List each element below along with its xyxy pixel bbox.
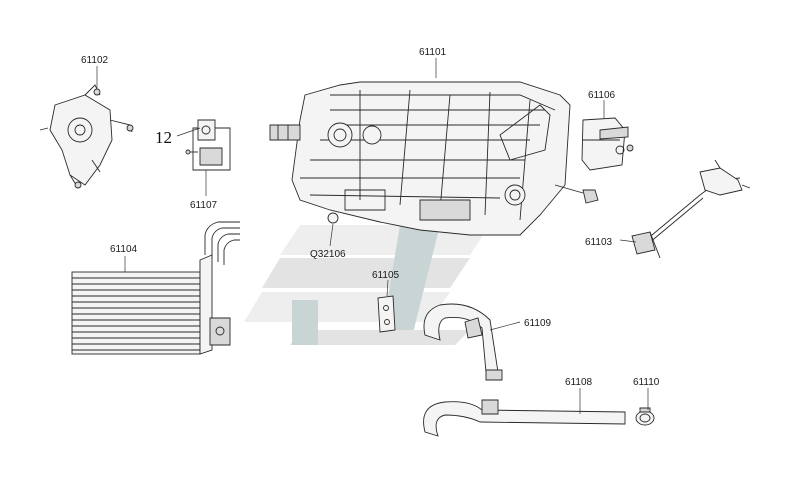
- label-61107: 61107: [190, 200, 218, 211]
- actuator-61107[interactable]: [185, 119, 231, 171]
- heater-core-fins: [72, 277, 200, 351]
- label-61103: 61103: [585, 237, 613, 248]
- label-q32106: Q32106: [310, 249, 346, 260]
- label-61101: 61101: [419, 47, 447, 58]
- label-61108: 61108: [565, 377, 593, 388]
- clamp-61110[interactable]: [635, 407, 655, 426]
- actuator-61102[interactable]: [39, 84, 134, 189]
- heater-housing-61101[interactable]: [269, 81, 599, 236]
- label-61105: 61105: [372, 270, 400, 281]
- label-ref-12: 12: [155, 128, 172, 147]
- label-61106: 61106: [588, 90, 616, 101]
- watermark-logo: [244, 225, 490, 345]
- callout-labels: 61102 61101 61106 12 61107 61104 Q32106 …: [81, 47, 660, 388]
- heater-core-61104[interactable]: [71, 221, 240, 355]
- plate-61105[interactable]: [377, 295, 396, 333]
- hose-61108[interactable]: [423, 399, 626, 437]
- label-61110: 61110: [633, 377, 660, 388]
- hose-61109[interactable]: [423, 303, 503, 381]
- label-61104: 61104: [110, 244, 138, 255]
- leader-lines: [96, 58, 649, 414]
- label-61102: 61102: [81, 55, 109, 66]
- control-cable-61103[interactable]: [631, 159, 751, 259]
- actuator-61106[interactable]: [581, 117, 634, 171]
- label-61109: 61109: [524, 318, 552, 329]
